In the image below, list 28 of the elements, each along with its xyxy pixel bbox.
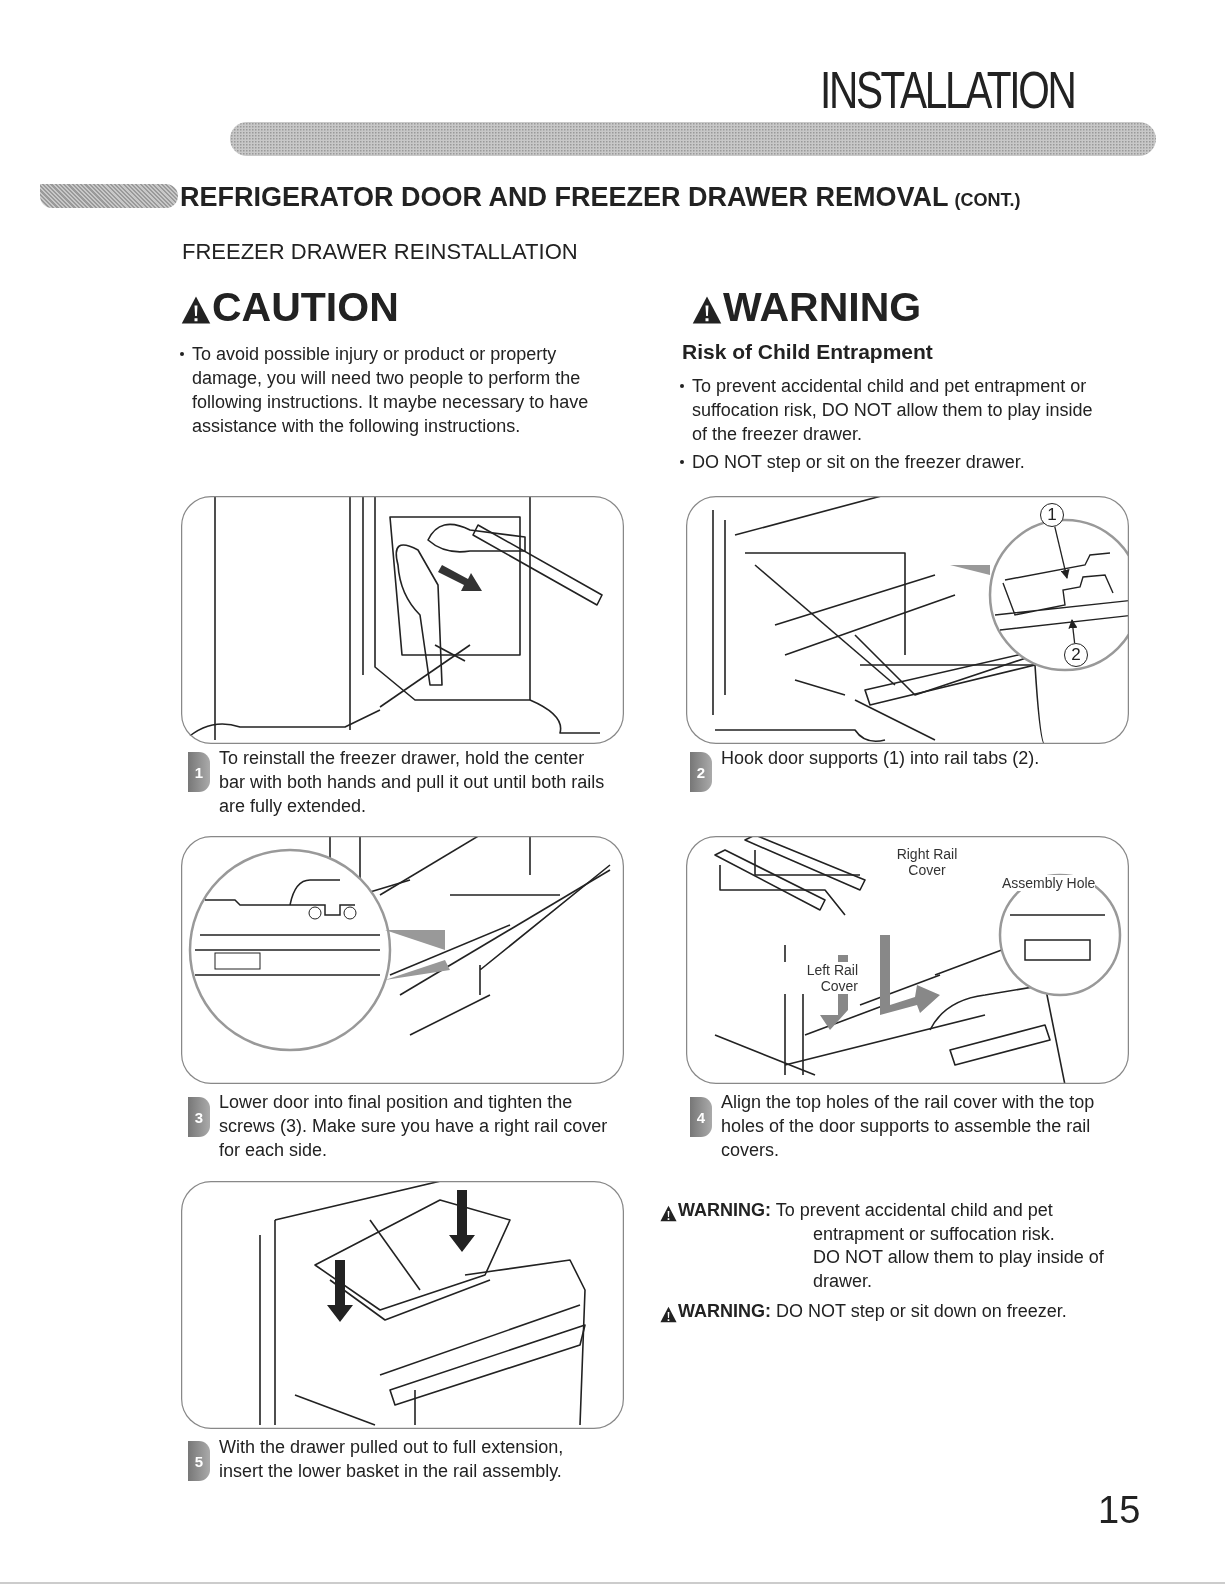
warning-note: DO NOT allow them to play inside of drawer.: [813, 1246, 1105, 1293]
section-marker-bar: [40, 184, 178, 208]
section-heading: REFRIGERATOR DOOR AND FREEZER DRAWER REMOVAL: [180, 182, 949, 212]
step-text: To reinstall the freezer drawer, hold the center bar with both hands and pull it out until both rails are fully extended.: [219, 747, 606, 818]
step-number: 3: [188, 1097, 210, 1137]
step-number: 4: [690, 1097, 712, 1137]
warning-heading: WARNING: [723, 284, 923, 330]
step-text: Lower door into final position and tighten the screws (3). Make sure you have a right rail cover for each side.: [219, 1091, 609, 1162]
subsection-heading: FREEZER DRAWER REINSTALLATION: [182, 238, 579, 266]
caution-text: To avoid possible injury or product or property damage, you will need two people to perform the following instructions. It maybe necessary to have assistance with the following instructions.: [192, 343, 590, 438]
warning-text: DO NOT step or sit on the freezer drawer.: [692, 451, 1026, 474]
step-text: With the drawer pulled out to full extension, insert the lower basket in the rail assembly.: [219, 1436, 565, 1483]
part-label: Assembly Hole: [1002, 875, 1096, 891]
step-number: 2: [690, 752, 712, 792]
warning-note: WARNING: To prevent accidental child and pet entrapment or suffocation risk.: [678, 1199, 1056, 1246]
leader-arrow: [1054, 526, 1070, 579]
page-title: INSTALLATION: [820, 60, 1075, 120]
warning-subheading: Risk of Child Entrapment: [682, 340, 934, 364]
step-number: 5: [188, 1441, 210, 1481]
page-number: 15: [1098, 1490, 1142, 1530]
step-text: Align the top holes of the rail cover with the top holes of the door supports to assemble the rail covers.: [721, 1091, 1096, 1162]
step-number: 1: [188, 752, 210, 792]
section-heading-suffix: (CONT.): [954, 189, 1021, 212]
step-text: Hook door supports (1) into rail tabs (2).: [721, 747, 1041, 770]
leader-arrow: [1068, 619, 1078, 644]
warning-note: WARNING: DO NOT step or sit down on freezer.: [678, 1300, 1068, 1323]
warning-text: To prevent accidental child and pet entrapment or suffocation risk, DO NOT allow them to play inside of the freezer drawer.: [692, 375, 1094, 446]
caution-heading: CAUTION: [212, 284, 400, 330]
